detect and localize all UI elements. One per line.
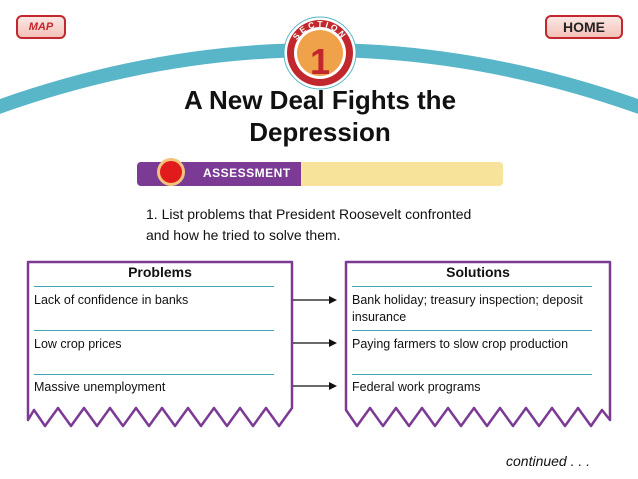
problems-panel-frame <box>26 260 294 428</box>
solution-item-1: Bank holiday; treasury inspection; depos… <box>352 293 583 324</box>
section-badge: SECTION 1 <box>283 16 357 90</box>
map-button[interactable]: MAP <box>16 15 66 39</box>
assessment-bar: ASSESSMENT <box>137 158 503 186</box>
arrow-right-icon <box>293 339 337 347</box>
problem-item-3: Massive unemployment <box>34 380 166 394</box>
continued-link[interactable]: continued . . . <box>506 453 591 469</box>
problems-header: Problems <box>128 264 192 280</box>
solutions-header: Solutions <box>446 264 510 280</box>
problem-item-1: Lack of confidence in banks <box>34 293 189 307</box>
page-title: A New Deal Fights the Depression <box>150 84 490 148</box>
assessment-label: ASSESSMENT <box>203 166 291 180</box>
question-line-1: 1. List problems that President Roosevel… <box>146 206 472 222</box>
solutions-panel: Solutions Bank holiday; treasury inspect… <box>344 260 612 440</box>
home-button[interactable]: HOME <box>545 15 623 39</box>
question-text: 1. List problems that President Roosevel… <box>146 204 536 246</box>
solutions-divider <box>352 330 592 331</box>
solutions-divider <box>352 374 592 375</box>
problem-item-2: Low crop prices <box>34 337 122 351</box>
page-title-line-1: A New Deal Fights the <box>183 85 457 115</box>
section-number: 1 <box>310 41 330 82</box>
problems-divider <box>34 330 274 331</box>
assessment-tab: ASSESSMENT <box>137 158 301 186</box>
assessment-dot-icon <box>157 158 185 186</box>
solutions-panel-frame <box>344 260 612 428</box>
problems-divider <box>34 374 274 375</box>
problems-panel: Problems Lack of confidence in banks Low… <box>26 260 294 440</box>
solution-item-2: Paying farmers to slow crop production <box>352 337 569 351</box>
page-title-line-2: Depression <box>249 117 391 147</box>
question-line-2: and how he tried to solve them. <box>146 227 341 243</box>
problems-divider <box>34 286 274 287</box>
solutions-divider <box>352 286 592 287</box>
arrow-right-icon <box>293 296 337 304</box>
arrow-right-icon <box>293 382 337 390</box>
solution-item-3: Federal work programs <box>352 380 481 394</box>
